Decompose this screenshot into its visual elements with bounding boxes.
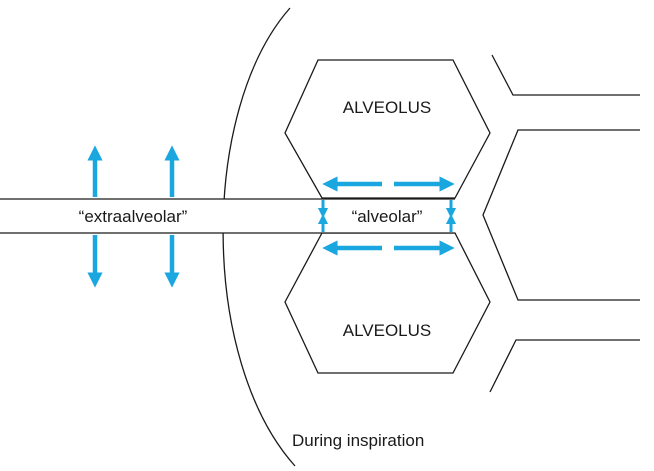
alveolus-top-label: ALVEOLUS (343, 98, 432, 117)
alveolus-bottom-label: ALVEOLUS (343, 321, 432, 340)
alveolar-stretch-arrows (322, 176, 455, 256)
boundary-curve (222, 7, 296, 467)
extraalveolar-label: “extraalveolar” (79, 207, 188, 226)
vessel-band (0, 199, 455, 233)
alveolus-top-shape (284, 59, 491, 199)
right-alveolus-lower (489, 339, 640, 393)
alveolar-compression-arrows (317, 200, 457, 232)
right-alveolus-upper (491, 54, 640, 96)
caption-during-inspiration: During inspiration (292, 431, 424, 450)
right-alveolus-middle (482, 129, 640, 301)
alveolus-bottom-shape (284, 232, 491, 374)
alveolar-label: “alveolar” (352, 207, 423, 226)
extraalveolar-arrows (87, 145, 180, 288)
